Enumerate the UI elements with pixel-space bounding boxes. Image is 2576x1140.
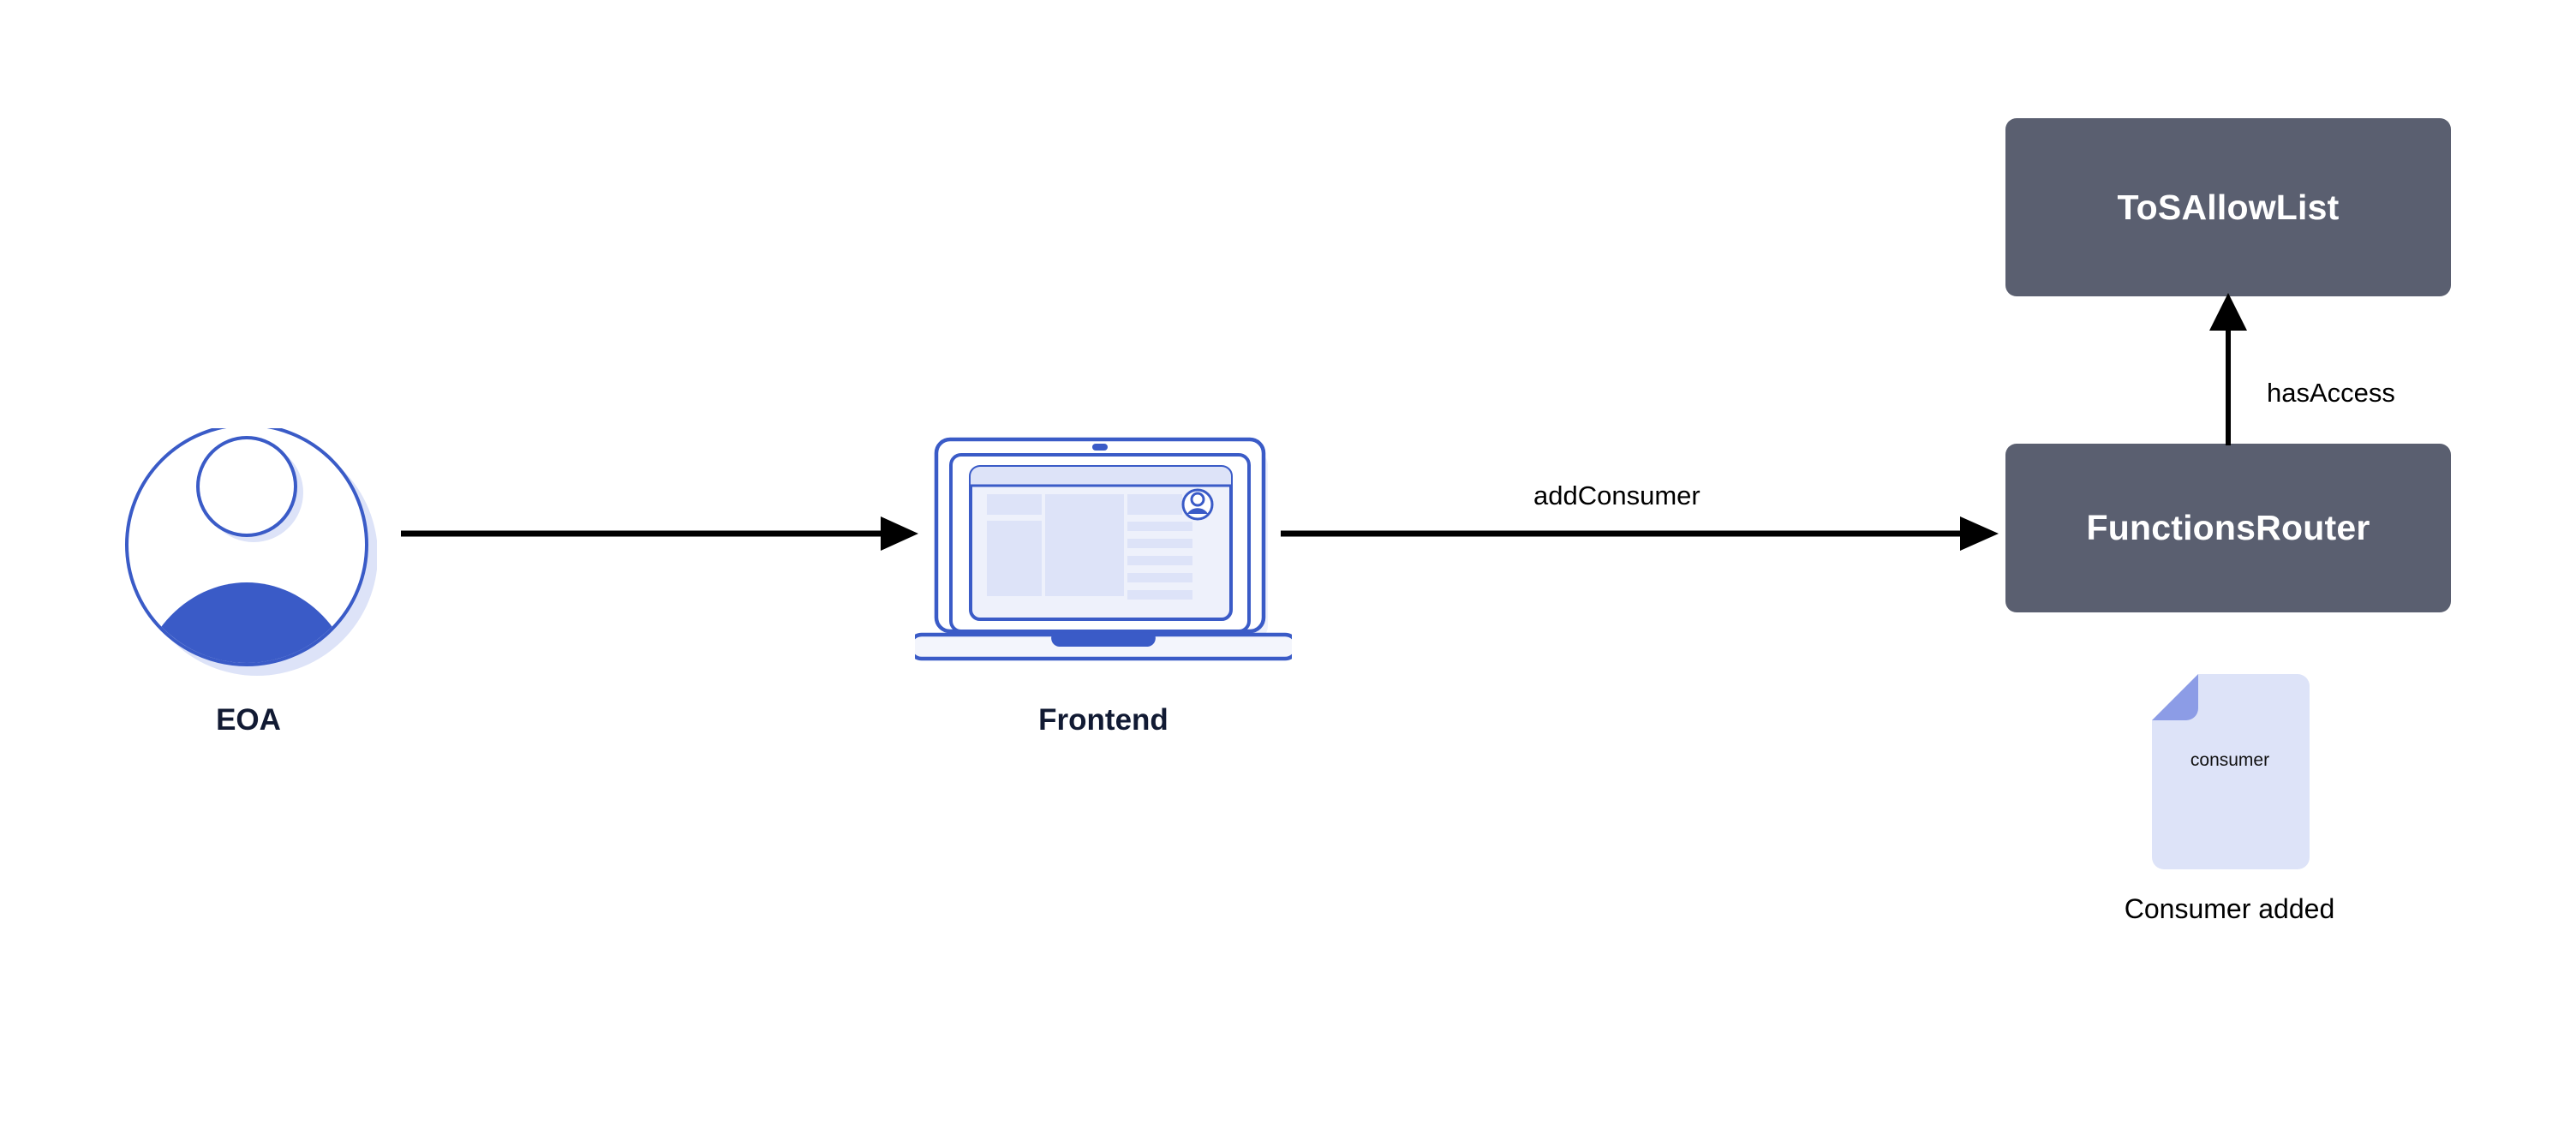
document-icon: [2152, 674, 2310, 869]
user-avatar-icon: [125, 428, 377, 676]
document-inner-label: consumer: [2190, 750, 2270, 770]
node-frontend-label: Frontend: [1038, 703, 1168, 737]
node-functionsrouter[interactable]: FunctionsRouter: [2005, 444, 2451, 612]
node-eoa-label: EOA: [216, 703, 281, 737]
edge-functionsrouter-to-tosallowlist: [2209, 293, 2247, 445]
node-functionsrouter-label: FunctionsRouter: [2086, 508, 2370, 547]
laptop-icon: [915, 437, 1292, 661]
artifact-consumer-caption: Consumer added: [2124, 893, 2335, 924]
edge-label-has-access: hasAccess: [2267, 378, 2395, 408]
node-tosallowlist-label: ToSAllowList: [2117, 187, 2340, 227]
edge-label-add-consumer: addConsumer: [1533, 480, 1700, 510]
node-eoa[interactable]: EOA: [120, 428, 386, 771]
node-tosallowlist[interactable]: ToSAllowList: [2005, 118, 2451, 296]
edge-eoa-to-frontend: [401, 516, 918, 551]
artifact-consumer-document[interactable]: consumer Consumer added: [2099, 672, 2360, 946]
node-frontend[interactable]: Frontend: [915, 433, 1292, 775]
edge-frontend-to-functionsrouter: [1281, 516, 1999, 551]
